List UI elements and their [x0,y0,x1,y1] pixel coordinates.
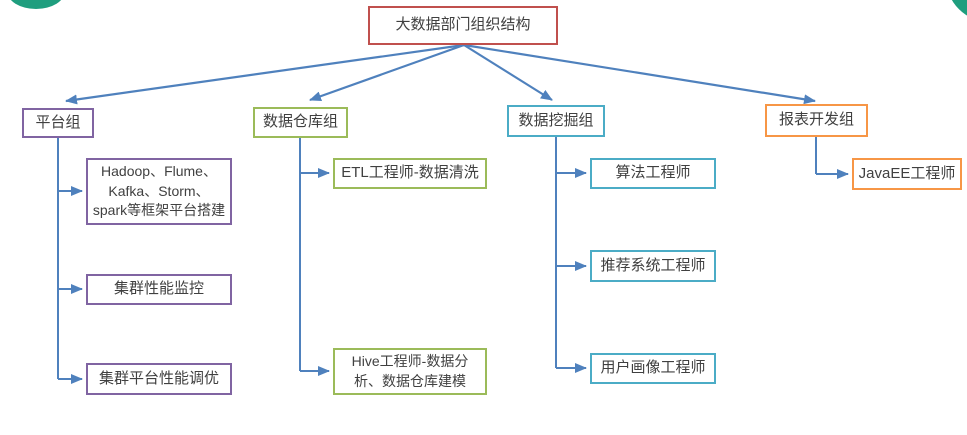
corner-decoration-top-left [10,0,62,9]
mining-connectors [555,137,587,373]
node-warehouse-hive: Hive工程师-数据分析、数据仓库建模 [333,348,487,395]
report-connectors [815,137,849,179]
node-platform-frameworks: Hadoop、Flume、Kafka、Storm、spark等框架平台搭建 [86,158,232,225]
node-mining-user-profile: 用户画像工程师 [590,353,716,384]
group-platform: 平台组 [22,108,94,138]
node-mining-algorithm: 算法工程师 [590,158,716,189]
group-warehouse: 数据仓库组 [253,107,348,138]
corner-decoration-top-right [951,0,967,16]
warehouse-connectors [299,138,330,376]
group-mining: 数据挖掘组 [507,105,605,137]
node-platform-cluster-monitoring: 集群性能监控 [86,274,232,305]
node-warehouse-etl: ETL工程师-数据清洗 [333,158,487,189]
node-mining-recommendation: 推荐系统工程师 [590,250,716,282]
node-report-javaee: JavaEE工程师 [852,158,962,190]
group-report: 报表开发组 [765,104,868,137]
root-node: 大数据部门组织结构 [368,6,558,45]
platform-connectors [57,138,83,384]
node-platform-cluster-tuning: 集群平台性能调优 [86,363,232,395]
root-branch-arrows [65,43,816,105]
